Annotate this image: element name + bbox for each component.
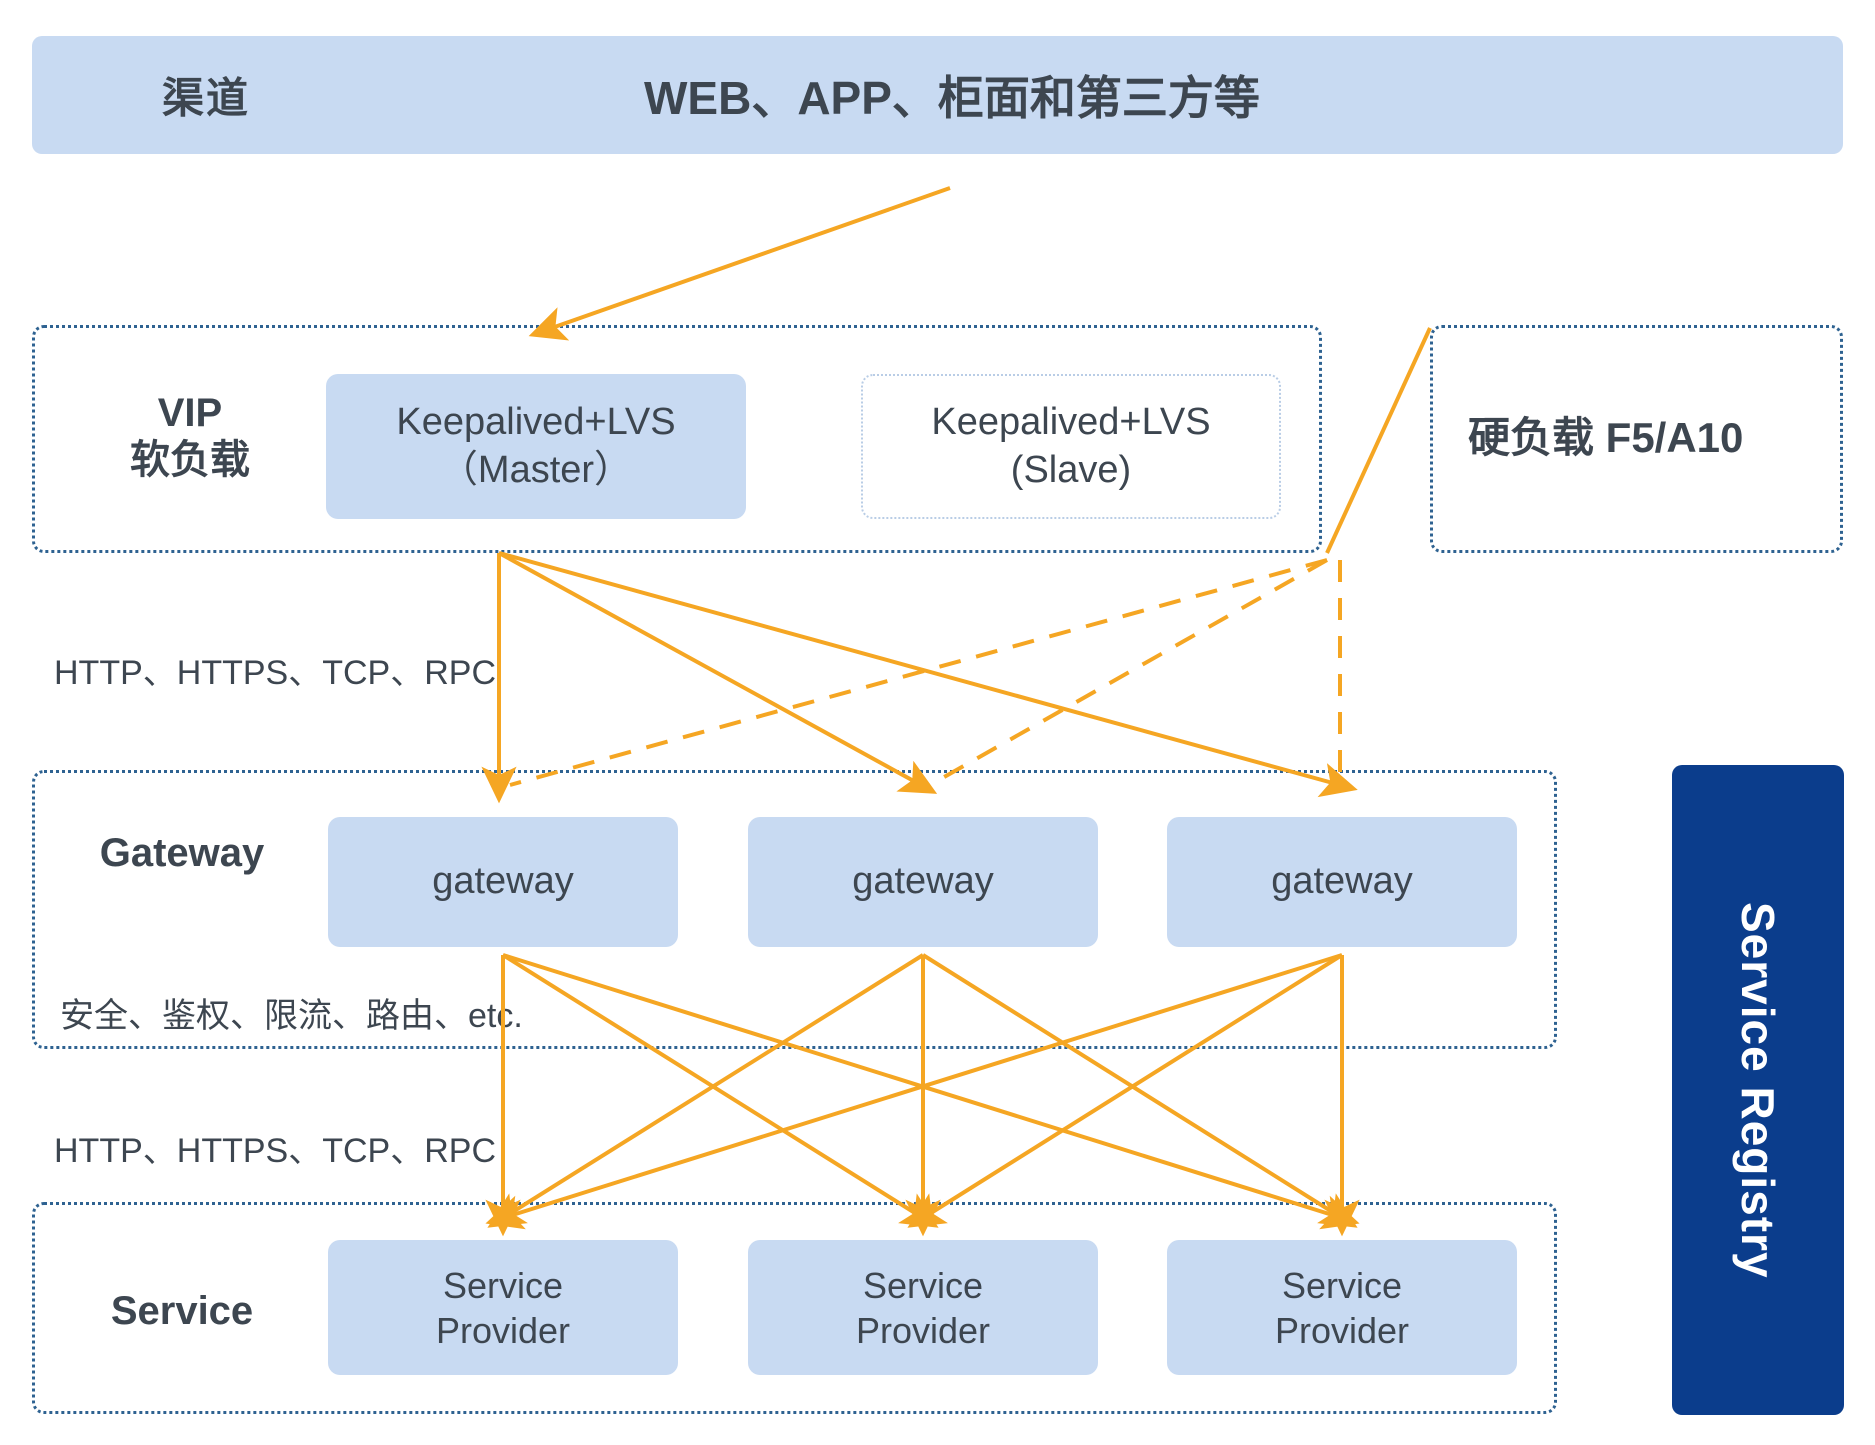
gateway-node-1[interactable]: gateway	[328, 817, 678, 947]
keepalived-master-node[interactable]: Keepalived+LVS （Master）	[326, 374, 746, 519]
keepalived-master-line2: （Master）	[439, 448, 633, 491]
vip-to-gateway-protocol-label: HTTP、HTTPS、TCP、RPC	[54, 654, 496, 692]
service-provider-node-1[interactable]: Service Provider	[328, 1240, 678, 1375]
vip-layer-title-line1: VIP	[157, 391, 223, 435]
keepalived-master-line1: Keepalived+LVS	[396, 401, 676, 443]
arrow-master-to-gateway-2	[498, 551, 938, 794]
gateway-node-3-label: gateway	[1271, 860, 1413, 903]
service-provider-node-3-line2: Provider	[1274, 1309, 1410, 1351]
gateway-node-1-label: gateway	[432, 860, 574, 903]
arrow-master-to-gateway-3	[498, 551, 1358, 798]
service-registry-label: Service Registry	[1732, 901, 1784, 1279]
hardware-lb-label: 硬负载 F5/A10	[1468, 414, 1744, 461]
service-provider-node-2[interactable]: Service Provider	[748, 1240, 1098, 1375]
channel-layer-bar: 渠道 WEB、APP、柜面和第三方等	[32, 36, 1843, 154]
service-provider-node-3-line1: Service	[1281, 1264, 1403, 1306]
vip-layer-title: VIP 软负载	[80, 390, 300, 484]
service-layer-title: Service	[110, 1289, 254, 1333]
gateway-node-2[interactable]: gateway	[748, 817, 1098, 947]
service-provider-node-2-line2: Provider	[855, 1309, 991, 1351]
arrow-hardware-lb-to-gateway-2	[929, 558, 1328, 787]
gateway-to-service-protocol-label: HTTP、HTTPS、TCP、RPC	[54, 1132, 496, 1170]
channel-layer-label: 渠道	[162, 74, 251, 122]
keepalived-slave-node[interactable]: Keepalived+LVS (Slave)	[861, 374, 1281, 519]
service-registry-panel[interactable]: Service Registry	[1672, 765, 1844, 1415]
service-provider-node-1-line2: Provider	[435, 1309, 571, 1351]
keepalived-slave-line1: Keepalived+LVS	[931, 401, 1211, 443]
service-provider-node-3[interactable]: Service Provider	[1167, 1240, 1517, 1375]
channel-layer-title: WEB、APP、柜面和第三方等	[644, 72, 1260, 124]
gateway-capability-label: 安全、鉴权、限流、路由、etc.	[60, 997, 523, 1035]
gateway-node-3[interactable]: gateway	[1167, 817, 1517, 947]
service-provider-node-1-line1: Service	[442, 1264, 564, 1306]
gateway-layer-title: Gateway	[99, 831, 265, 875]
service-provider-node-2-line1: Service	[862, 1264, 984, 1306]
arrow-hardware-lb-to-vip	[1325, 327, 1432, 554]
vip-layer-title-line2: 软负载	[130, 438, 250, 483]
gateway-node-2-label: gateway	[852, 860, 994, 903]
arrow-hardware-lb-to-gateway-1	[509, 558, 1328, 787]
arrow-channel-to-vip	[528, 186, 951, 341]
keepalived-slave-line2: (Slave)	[1010, 448, 1132, 491]
